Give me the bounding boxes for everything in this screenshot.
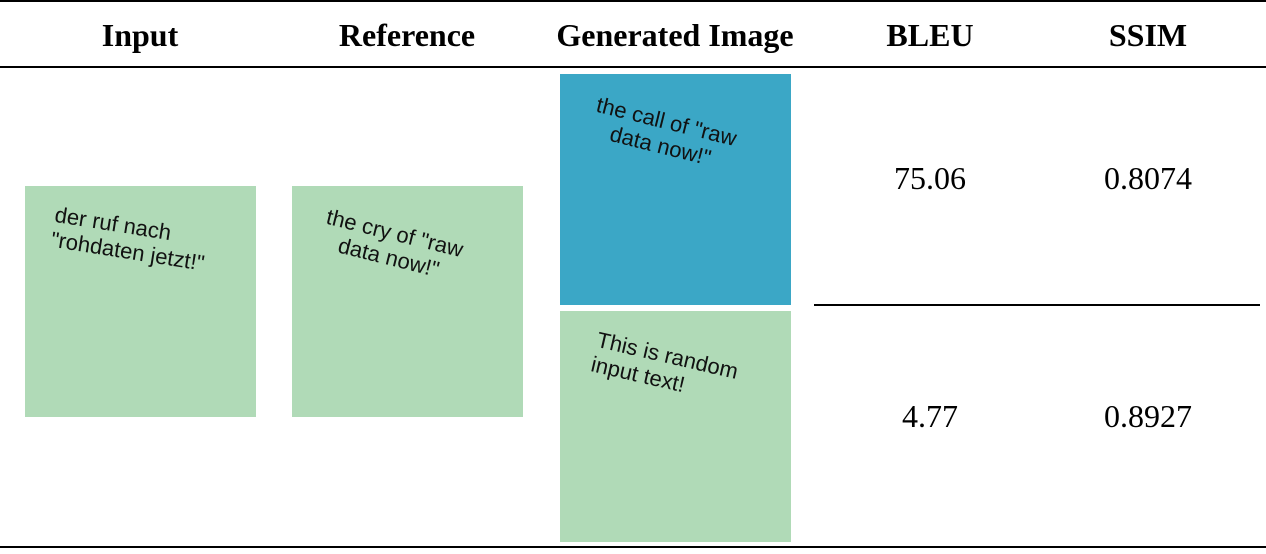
bottom-rule (0, 546, 1266, 548)
bleu-value-row-1: 75.06 (894, 160, 966, 196)
input-text: der ruf nach "rohdaten jetzt!" (49, 202, 210, 276)
input-image: der ruf nach "rohdaten jetzt!" (25, 186, 256, 417)
header-rule (0, 66, 1266, 68)
row-divider-rule (814, 304, 1260, 306)
reference-text: the cry of "raw data now!" (318, 204, 466, 286)
header-input: Input (101, 17, 179, 53)
generated-text-1: the call of "raw data now!" (588, 92, 739, 175)
bleu-value-row-2: 4.77 (902, 398, 958, 434)
header-reference: Reference (338, 17, 476, 53)
header-ssim: SSIM (1108, 17, 1188, 53)
generated-text-2: This is random input text! (589, 327, 741, 408)
generated-image-2: This is random input text! (560, 311, 791, 542)
top-rule (0, 0, 1266, 2)
ssim-value-row-1: 0.8074 (1104, 160, 1192, 196)
generated-image-1: the call of "raw data now!" (560, 74, 791, 305)
header-bleu: BLEU (886, 17, 974, 53)
header-generated-image: Generated Image (556, 17, 794, 53)
ssim-value-row-2: 0.8927 (1104, 398, 1192, 434)
reference-image: the cry of "raw data now!" (292, 186, 523, 417)
